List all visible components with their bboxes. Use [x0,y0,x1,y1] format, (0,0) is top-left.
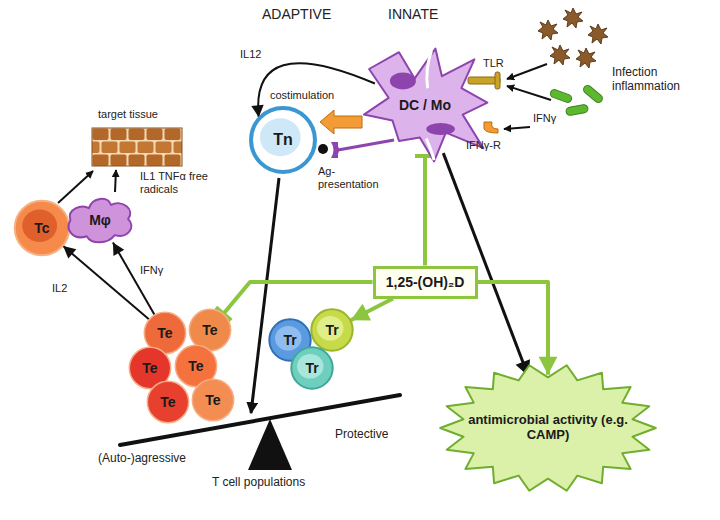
nucleus [260,118,301,156]
cell-split [427,51,432,88]
section-heading: INNATE [388,6,438,22]
regulatory-t-cell-outline [311,309,352,350]
arrow [504,127,530,129]
cytotoxic-t-cell-outline [15,201,70,256]
macrophage: Mφ [63,193,137,247]
node-text: Tn [273,131,293,149]
nucleus [390,73,416,90]
arrow [507,64,547,79]
vitamin-d-box: 1,25-(OH)₂D [373,266,478,299]
connector-line [478,282,549,375]
edge-label: IL2 [50,282,69,295]
balance-label: (Auto-)agressive [98,452,186,466]
antimicrobial-burst-outline [440,365,656,490]
node-text: Te [202,322,217,338]
arrow [58,171,93,203]
virus-particles [538,8,608,68]
arrowhead [113,242,124,256]
receptor-label: IFNγ-R [466,139,501,152]
target-tissue [92,128,182,166]
stimulus-label: Infection inflammation [612,66,707,94]
nucleus [22,209,57,241]
antimicrobial-burst: antimicrobial activity (e.g. CAMP) [438,363,658,493]
node-text: DC / Mo [399,97,451,113]
process-label: Ag- presentation [318,165,388,190]
connector-line [351,299,393,321]
node-text: Tc [34,220,49,236]
connector-line [113,242,155,314]
arrow [507,86,551,100]
node-text: Te [160,394,175,410]
nucleus [275,326,301,351]
node-text: Te [205,392,220,408]
edge-label: IFNγ [138,264,165,277]
bacteria [549,84,604,116]
node-text: Te [157,325,172,341]
tlr-receptor [468,72,500,89]
connector [478,282,558,375]
arrowhead [351,304,371,321]
regulatory-t-cell: Tr [290,346,334,390]
mediator-label: IL1 TNFα free radicals [140,170,215,195]
process-label: costimulation [270,89,334,102]
effector-t-cell: Te [146,380,190,424]
effector-t-cell-outline [189,309,230,350]
mhc-molecule [331,142,339,158]
connector-line [423,156,427,266]
connector-line [224,282,373,314]
connector [415,156,435,266]
cell-split [426,139,434,161]
arrow [251,178,279,413]
regulatory-t-cell: Tr [310,308,354,352]
node-text: Tr [305,360,318,376]
connector [216,282,373,320]
connector [351,299,393,321]
cytotoxic-t-cell: Tc [13,199,71,257]
receptor-label: TLR [483,57,504,70]
mhc-stalk [338,140,394,150]
ifng-receptor [484,122,498,133]
naive-t-cell: Tn [249,106,317,174]
cytokine-label: IFNγ [533,112,556,125]
connector [113,242,155,314]
node-text: Te [142,360,157,376]
naive-t-cell-outline [251,108,315,172]
effector-t-cell: Te [191,378,235,422]
macrophage-outline [69,199,132,242]
tissue-label: target tissue [98,108,158,121]
effector-t-cell-outline [147,381,188,422]
regulatory-t-cell-outline [291,347,332,388]
balance-label: Protective [335,428,388,442]
antigen [318,144,328,154]
balance-label: T cell populations [212,476,305,490]
seesaw-fulcrum [248,419,292,470]
section-heading: ADAPTIVE [262,6,331,22]
node-text: 1,25-(OH)₂D [386,274,465,290]
node-text: Mφ [89,212,111,228]
nucleus [317,316,343,341]
arrow [115,170,116,192]
node-text: antimicrobial activity (e.g. CAMP) [468,413,628,443]
effector-t-cell-outline [192,379,233,420]
edge-label: IL12 [238,48,263,61]
node-text: Tr [283,332,296,348]
arrowhead [63,246,76,259]
node-text: Te [188,358,203,374]
nucleus [297,354,323,379]
costimulation-arrow [320,110,362,134]
nucleus [426,123,455,135]
node-text: Tr [325,322,338,338]
